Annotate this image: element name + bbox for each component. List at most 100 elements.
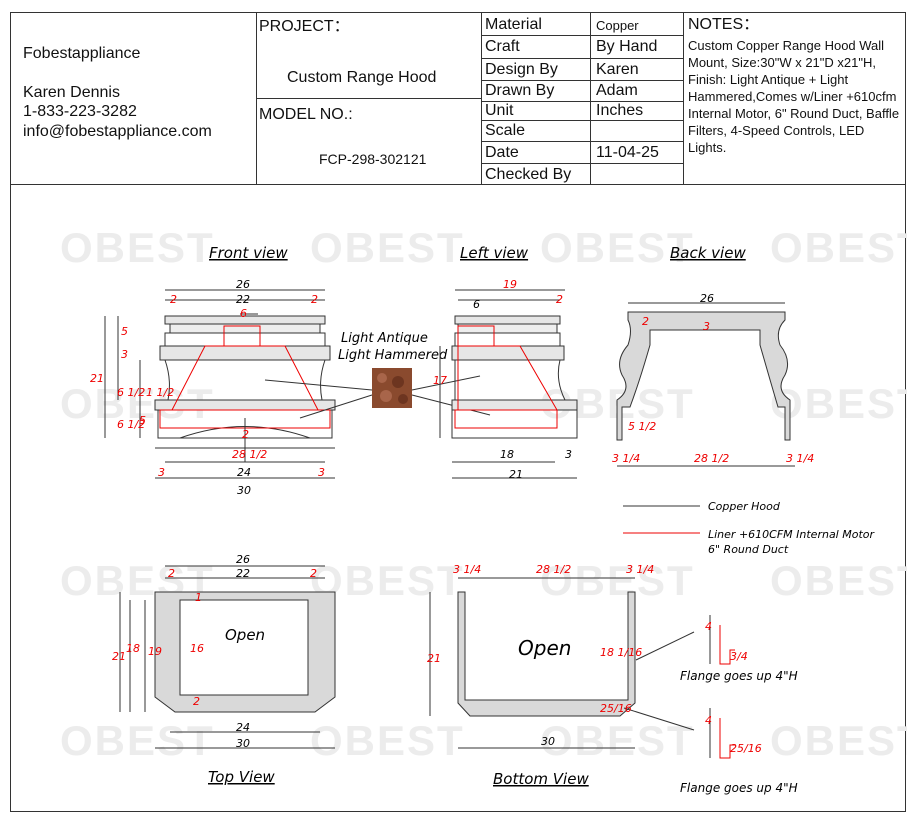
top-dims: 26 2 22 2 21 18 19 16 1 2 24 30 Open Top… (112, 553, 317, 786)
svg-text:28 1/2: 28 1/2 (232, 448, 267, 461)
svg-text:24: 24 (237, 466, 251, 479)
svg-text:OBEST: OBEST (540, 224, 695, 271)
back-view-label: Back view (670, 244, 746, 262)
meta-material-label: Material (485, 16, 542, 33)
contact-person: Karen Dennis (23, 84, 120, 101)
svg-text:4: 4 (705, 620, 712, 633)
svg-text:OBEST: OBEST (310, 224, 465, 271)
svg-text:18: 18 (126, 642, 140, 655)
svg-text:19: 19 (503, 278, 517, 291)
finish-swatch: Light Antique Light Hammered (264, 331, 491, 419)
svg-text:2: 2 (556, 293, 563, 306)
meta-material-value: Copper (596, 18, 639, 33)
tb-divider-2 (481, 12, 482, 185)
meta-row-line (481, 35, 683, 36)
svg-text:6 1/2: 6 1/2 (117, 418, 145, 431)
meta-row-line (481, 80, 683, 81)
watermark: OBEST OBEST OBEST OBEST OBEST OBEST OBES… (60, 224, 907, 764)
svg-text:2: 2 (242, 428, 249, 441)
back-dims: 26 2 3 5 1/2 3 1/4 28 1/2 3 1/4 Back vie… (612, 244, 814, 465)
company-name: Fobestappliance (23, 45, 141, 62)
svg-text:3: 3 (703, 320, 710, 333)
svg-text:3 1/4: 3 1/4 (612, 452, 640, 465)
svg-text:OBEST: OBEST (770, 717, 907, 764)
svg-text:19: 19 (148, 645, 162, 658)
svg-text:21: 21 (427, 652, 441, 665)
svg-text:17: 17 (433, 374, 447, 387)
svg-text:3: 3 (158, 466, 165, 479)
svg-text:6 1/2: 6 1/2 (117, 386, 145, 399)
svg-text:OBEST: OBEST (770, 557, 907, 604)
contact-email: info@fobestappliance.com (23, 123, 212, 140)
svg-text:OBEST: OBEST (770, 380, 907, 427)
left-view-label: Left view (460, 244, 529, 262)
top-open-label: Open (225, 626, 265, 644)
svg-text:25/16: 25/16 (600, 702, 632, 715)
drawing-frame (10, 184, 906, 812)
meta-unit-label: Unit (485, 102, 514, 119)
svg-text:30: 30 (236, 737, 250, 750)
svg-text:30: 30 (237, 484, 251, 497)
contact-phone: 1-833-223-3282 (23, 103, 137, 120)
svg-text:4: 4 (705, 714, 712, 727)
tb-divider-4 (683, 12, 684, 185)
svg-text:26: 26 (236, 278, 250, 291)
svg-text:26: 26 (236, 553, 250, 566)
legend: Copper Hood Liner +610CFM Internal Motor… (623, 500, 875, 556)
svg-text:Liner +610CFM Internal Motor: Liner +610CFM Internal Motor (708, 528, 875, 541)
meta-row-line (481, 163, 683, 164)
svg-text:24: 24 (236, 721, 250, 734)
svg-text:2: 2 (311, 293, 318, 306)
project-label: PROJECT： (259, 18, 350, 35)
tb-project-divider (256, 98, 481, 99)
meta-drawn-value: Adam (596, 82, 638, 99)
svg-text:25/16: 25/16 (730, 742, 762, 755)
svg-text:3: 3 (318, 466, 325, 479)
svg-text:30: 30 (541, 735, 555, 748)
meta-row-line (481, 141, 683, 142)
meta-design-label: Design By (485, 61, 558, 78)
svg-text:OBEST: OBEST (540, 717, 695, 764)
svg-text:2: 2 (642, 315, 649, 328)
svg-text:Copper Hood: Copper Hood (708, 500, 781, 513)
meta-craft-label: Craft (485, 38, 520, 55)
svg-text:OBEST: OBEST (60, 717, 215, 764)
meta-craft-value: By Hand (596, 38, 658, 55)
meta-scale-label: Scale (485, 122, 526, 139)
top-view (119, 565, 336, 749)
svg-text:6: 6 (240, 307, 247, 320)
svg-text:22: 22 (236, 567, 250, 580)
svg-text:2: 2 (170, 293, 177, 306)
front-view (104, 289, 336, 479)
title-block (10, 12, 906, 185)
svg-text:5: 5 (121, 325, 128, 338)
meta-row-line (481, 58, 683, 59)
svg-text:6" Round Duct: 6" Round Duct (708, 543, 789, 556)
meta-row-line (481, 120, 683, 121)
notes-text: Custom Copper Range Hood Wall Mount, Siz… (688, 38, 900, 155)
meta-drawn-label: Drawn By (485, 82, 555, 99)
svg-text:22: 22 (236, 293, 250, 306)
bottom-view (429, 577, 695, 749)
notes-title: NOTES： (688, 16, 760, 33)
meta-unit-value: Inches (596, 102, 644, 119)
svg-text:1 1/2: 1 1/2 (146, 386, 174, 399)
svg-text:OBEST: OBEST (310, 717, 465, 764)
left-view (439, 289, 578, 479)
svg-text:2: 2 (168, 567, 175, 580)
svg-text:18: 18 (500, 448, 514, 461)
bottom-view-label: Bottom View (493, 770, 589, 788)
finish-label-1: Light Antique (341, 331, 428, 346)
flange-dims: 4 3/4 4 25/16 Flange goes up 4"H Flange … (680, 620, 798, 795)
front-dims: 26 2 22 2 6 5 3 21 6 1/2 1 1/2 6 1/2 5 2… (90, 244, 325, 497)
svg-text:2: 2 (193, 695, 200, 708)
svg-text:28 1/2: 28 1/2 (694, 452, 729, 465)
flange-details (709, 615, 736, 759)
svg-text:6: 6 (473, 298, 480, 311)
svg-text:5: 5 (139, 414, 146, 427)
meta-checked-label: Checked By (485, 166, 572, 183)
front-view-label: Front view (209, 244, 288, 262)
model-label: MODEL NO.: (259, 106, 353, 123)
svg-text:5 1/2: 5 1/2 (628, 420, 656, 433)
